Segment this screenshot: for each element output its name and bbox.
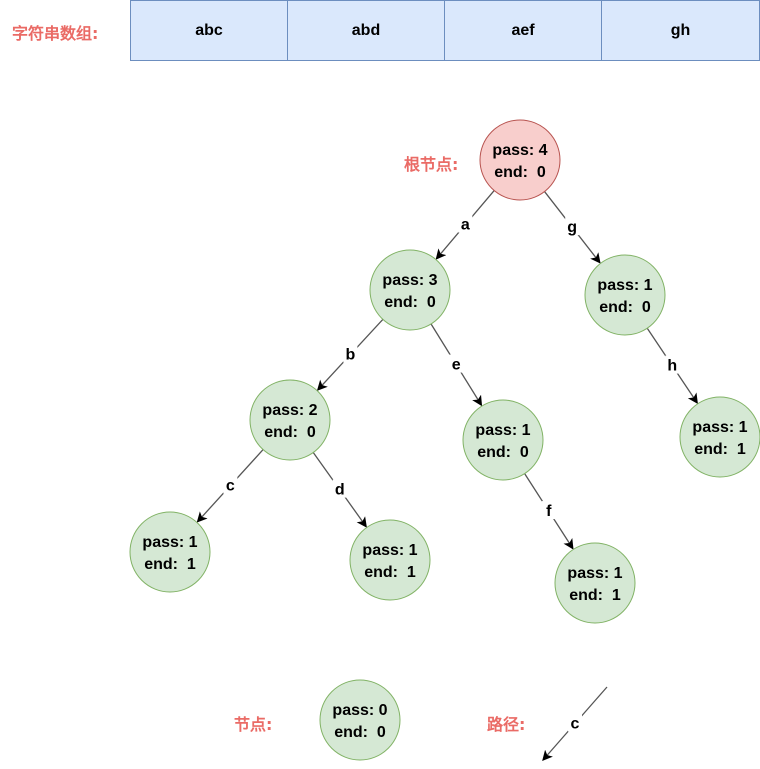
edge-label: b	[345, 347, 355, 364]
edge-label-bg	[458, 214, 473, 233]
edge-label: d	[335, 482, 345, 499]
node-end: end: 1	[144, 556, 196, 573]
string-array: abc abd aef gh	[130, 0, 760, 61]
node-end: end: 1	[569, 587, 621, 604]
node-gh: pass: 1 end: 1	[679, 396, 760, 478]
node-circle	[349, 519, 431, 601]
node-circle	[584, 254, 666, 336]
edge-label-bg	[565, 217, 580, 236]
array-cell: aef	[445, 1, 602, 60]
root-label: 根节点:	[404, 155, 459, 174]
legend-node: pass: 0 end: 0	[319, 679, 401, 761]
node-circle	[554, 542, 636, 624]
node-pass: pass: 0	[332, 702, 387, 719]
edge-label-bg	[665, 355, 680, 374]
edge-label-bg	[449, 354, 464, 373]
edge-label-bg	[343, 344, 358, 363]
node-end: end: 0	[384, 294, 436, 311]
node-aef: pass: 1 end: 1	[554, 542, 636, 624]
node-end: end: 1	[694, 441, 746, 458]
node-end: end: 0	[477, 444, 529, 461]
node-pass: pass: 2	[262, 402, 317, 419]
edge-label-bg	[223, 475, 238, 494]
edge-label: g	[567, 219, 577, 236]
node-pass: pass: 1	[362, 542, 417, 559]
legend-path-label: 路径:	[487, 715, 526, 734]
string-array-label: 字符串数组:	[12, 24, 99, 43]
edge-label: h	[667, 358, 677, 375]
node-ae: pass: 1 end: 0	[462, 399, 544, 481]
node-circle	[129, 511, 211, 593]
node-abd: pass: 1 end: 1	[349, 519, 431, 601]
node-end: end: 0	[599, 299, 651, 316]
node-circle	[479, 119, 561, 201]
edge-label: c	[571, 716, 580, 733]
node-pass: pass: 1	[597, 277, 652, 294]
node-end: end: 0	[334, 724, 386, 741]
node-circle	[319, 679, 401, 761]
node-pass: pass: 1	[475, 422, 530, 439]
edge-label-bg	[568, 713, 582, 732]
node-ab: pass: 2 end: 0	[249, 379, 331, 461]
array-cell: abd	[288, 1, 445, 60]
edge-label-bg	[332, 479, 347, 498]
node-pass: pass: 3	[382, 272, 437, 289]
node-pass: pass: 1	[142, 534, 197, 551]
edge-label: c	[226, 478, 235, 495]
edge-label: a	[461, 217, 470, 234]
node-circle	[249, 379, 331, 461]
node-end: end: 1	[364, 564, 416, 581]
node-end: end: 0	[264, 424, 316, 441]
edge-label: f	[546, 503, 552, 520]
node-circle	[679, 396, 760, 478]
node-g: pass: 1 end: 0	[584, 254, 666, 336]
node-pass: pass: 1	[567, 565, 622, 582]
node-end: end: 0	[494, 164, 546, 181]
legend-node-label: 节点:	[234, 715, 273, 734]
node-root: pass: 4 end: 0	[479, 119, 561, 201]
node-a: pass: 3 end: 0	[369, 249, 451, 331]
array-cell: abc	[131, 1, 288, 60]
node-abc: pass: 1 end: 1	[129, 511, 211, 593]
node-circle	[462, 399, 544, 481]
edge-label-bg	[541, 501, 556, 520]
node-circle	[369, 249, 451, 331]
edge-label: e	[452, 357, 461, 374]
node-pass: pass: 4	[492, 142, 547, 159]
array-cell: gh	[670, 21, 691, 39]
node-pass: pass: 1	[692, 419, 747, 436]
